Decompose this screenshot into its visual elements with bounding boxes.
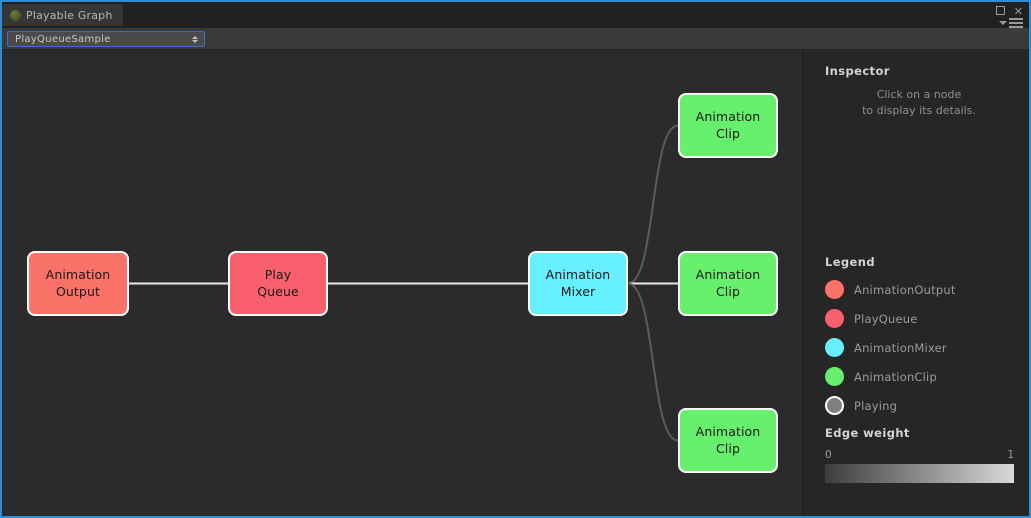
playable-graph-icon [10, 9, 21, 21]
edge-weight-title: Edge weight [825, 426, 910, 440]
edge-weight-scale: 0 1 [825, 449, 1014, 461]
legend-item-animationmixer: AnimationMixer [825, 338, 1019, 357]
graph-edges-layer [129, 124, 679, 442]
legend-swatch-icon [825, 309, 844, 328]
inspector-hint-line1: Click on a node [876, 88, 962, 101]
tab-playable-graph[interactable]: Playable Graph [2, 4, 123, 26]
inspector-section: Inspector Click on a node to display its… [825, 64, 1019, 119]
node-label-line1: Animation [695, 266, 761, 282]
inspector-title: Inspector [825, 64, 890, 78]
legend-item-label: AnimationOutput [854, 282, 956, 297]
window-titlebar: Playable Graph ✕ [2, 2, 1029, 28]
close-icon[interactable]: ✕ [1013, 5, 1023, 18]
graph-select-dropdown[interactable]: PlayQueueSample [7, 31, 205, 47]
legend-item-label: AnimationClip [854, 369, 937, 384]
node-label-line1: Animation [695, 108, 761, 124]
legend-item-animationoutput: AnimationOutput [825, 280, 1019, 299]
tab-label: Playable Graph [26, 8, 113, 22]
legend-item-label: PlayQueue [854, 311, 918, 326]
legend-swatch-icon [825, 280, 844, 299]
graph-edge-edge-mixer-clip3 [627, 282, 679, 442]
node-label-line2: Clip [715, 125, 740, 141]
maximize-icon[interactable] [995, 6, 1005, 17]
legend-item-animationclip: AnimationClip [825, 367, 1019, 386]
legend-swatch-icon [825, 367, 844, 386]
edge-weight-max: 1 [1007, 449, 1014, 461]
node-label-line2: Clip [715, 283, 740, 299]
node-label-line1: Animation [45, 266, 111, 282]
legend-item-playqueue: PlayQueue [825, 309, 1019, 328]
node-label-line1: Play [264, 266, 292, 282]
graph-select-value: PlayQueueSample [15, 33, 111, 45]
legend-swatch-icon [825, 338, 844, 357]
node-label-line2: Clip [715, 440, 740, 456]
inspector-hint: Click on a node to display its details. [825, 87, 1019, 119]
edge-weight-min: 0 [825, 449, 832, 461]
node-label-line1: Animation [545, 266, 611, 282]
menu-lines [1009, 18, 1023, 28]
legend-item-label: Playing [854, 398, 898, 413]
hamburger-menu-icon[interactable] [999, 18, 1023, 28]
updown-arrows-icon [192, 35, 198, 43]
graph-edge-edge-mixer-clip1 [627, 124, 679, 285]
window-controls: ✕ [995, 5, 1023, 18]
node-label-line1: Animation [695, 423, 761, 439]
legend-title: Legend [825, 255, 875, 269]
legend-item-playing: Playing [825, 396, 1019, 415]
node-label-line2: Queue [257, 283, 299, 299]
legend-item-label: AnimationMixer [854, 340, 947, 355]
side-panel: Inspector Click on a node to display its… [802, 50, 1029, 516]
legend-swatch-icon [825, 396, 844, 415]
graph-toolbar: PlayQueueSample [2, 28, 1029, 50]
chevron-down-icon [999, 21, 1007, 25]
node-label-line2: Output [55, 283, 100, 299]
inspector-hint-line2: to display its details. [862, 103, 976, 117]
node-label-line2: Mixer [560, 283, 596, 299]
edge-weight-section: Edge weight 0 1 [825, 426, 1014, 483]
edge-weight-gradient-bar [825, 464, 1014, 483]
